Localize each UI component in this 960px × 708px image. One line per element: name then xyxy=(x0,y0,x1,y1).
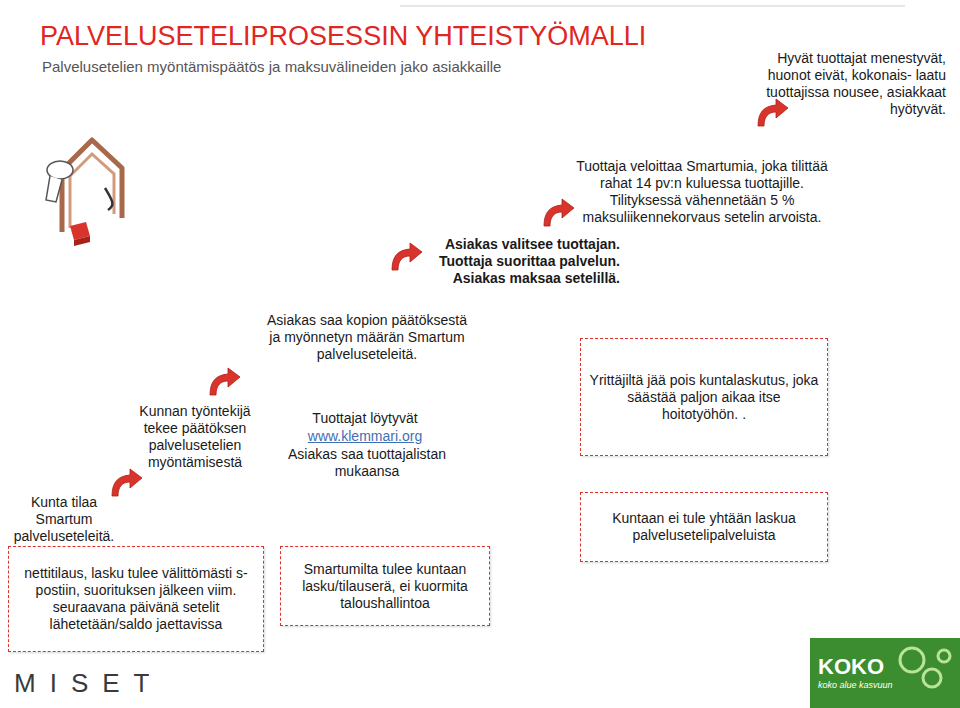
step-arrow xyxy=(210,368,240,395)
link-text: www.klemmari.org xyxy=(290,428,440,445)
note-text: Yrittäjiltä jää pois kuntalaskutus, joka… xyxy=(589,372,819,423)
miset-logo: MISET xyxy=(14,668,163,698)
step-arrow xyxy=(758,99,788,126)
koko-logo: KOKO xyxy=(818,655,884,679)
koko-logo-swirls xyxy=(900,648,950,687)
note-text: Kuntaan ei tule yhtään laskua palveluset… xyxy=(589,510,819,544)
step-text: Asiakas valitsee tuottajan. Tuottaja suo… xyxy=(400,236,620,287)
note-text: nettitilaus, lasku tulee välittömästi s-… xyxy=(17,565,255,633)
step-text: Asiakas saa kopion päätöksestä ja myönne… xyxy=(262,312,472,363)
step-arrow xyxy=(392,243,422,270)
note-box: nettitilaus, lasku tulee välittömästi s-… xyxy=(8,546,264,652)
step-arrow xyxy=(544,199,574,226)
koko-slogan: koko alue kasvuun xyxy=(818,680,893,691)
step-arrow xyxy=(112,469,142,496)
step-text: Tuottaja veloittaa Smartumia, joka tilit… xyxy=(566,158,838,226)
step-text: Kunnan työntekijä tekee päätöksen palvel… xyxy=(130,403,260,471)
note-box: Smartumilta tulee kuntaan lasku/tilauser… xyxy=(280,546,490,626)
diagram-title: PALVELUSETELIPROSESSIN YHTEISTYÖMALLI xyxy=(40,20,646,52)
step-text: Asiakas saa tuottajalistan mukaansa xyxy=(262,446,472,480)
top-rule xyxy=(400,6,905,7)
diagram-subtitle: Palvelusetelien myöntämispäätös ja maksu… xyxy=(42,58,501,76)
outcome-text: Hyvät tuottajat menestyvät, huonot eivät… xyxy=(760,50,946,118)
note-text: Smartumilta tulee kuntaan lasku/tilauser… xyxy=(289,561,481,612)
koko-logo-ground xyxy=(810,638,960,708)
house-illustration xyxy=(46,140,122,246)
step-text: Tuottajat löytyvät xyxy=(290,410,440,427)
note-box: Yrittäjiltä jää pois kuntalaskutus, joka… xyxy=(580,338,828,456)
step-text: Kunta tilaa Smartum palveluseteleitä. xyxy=(2,494,126,545)
note-box: Kuntaan ei tule yhtään laskua palveluset… xyxy=(580,492,828,562)
